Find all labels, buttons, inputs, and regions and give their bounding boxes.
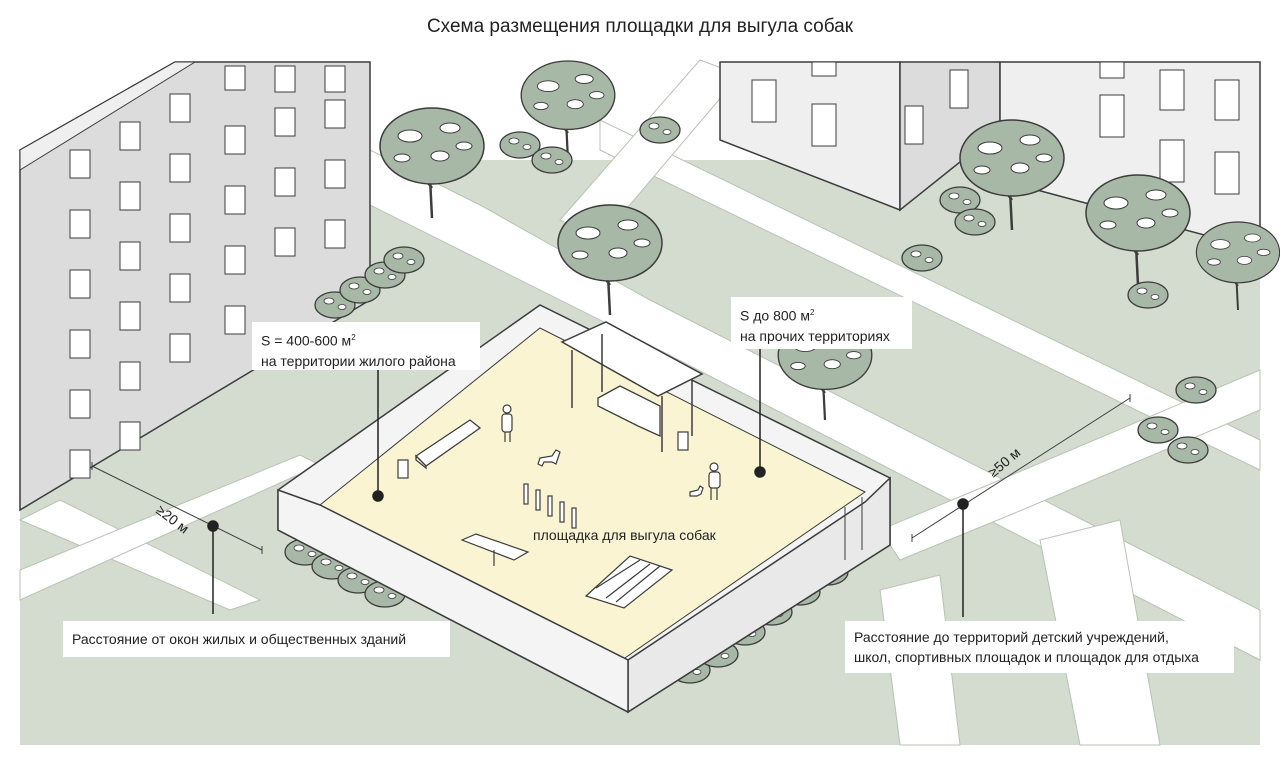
callout-leaders xyxy=(207,349,969,617)
seesaw-icon xyxy=(460,533,530,566)
callout-other-territories: S до 800 м2 на прочих территориях xyxy=(731,297,912,349)
dimension-line-50m xyxy=(911,394,1131,542)
dog-area-label: площадка для выгула собак xyxy=(533,527,716,543)
callout-window-distance: Расстояние от окон жилых и общественных … xyxy=(63,621,450,657)
person-icon xyxy=(501,404,721,500)
other-territories-size: S до 800 м xyxy=(740,307,810,324)
other-territories-note: на прочих территориях xyxy=(740,327,890,344)
page-title: Схема размещения площадки для выгула соб… xyxy=(426,16,854,37)
agility-poles xyxy=(523,483,577,529)
building-windows-right xyxy=(751,61,1240,195)
window-distance-text: Расстояние от окон жилых и общественных … xyxy=(72,631,407,647)
facility-distance-line-2: школ, спортивных площадок и площадок для… xyxy=(854,649,1199,665)
dimension-line-20m xyxy=(91,462,263,554)
callout-facility-distance: Расстояние до территорий детский учрежде… xyxy=(845,621,1234,673)
building-windows-left xyxy=(69,65,346,479)
bin-icon xyxy=(397,431,689,479)
canopy-icon xyxy=(560,321,704,452)
dog-walking-area xyxy=(277,304,891,714)
bench-icon xyxy=(414,385,661,470)
callout-residential-area: S = 400-600 м2 на территории жилого райо… xyxy=(252,322,480,370)
residential-area-size: S = 400-600 м xyxy=(261,332,352,349)
residential-area-unit-superscript: 2 xyxy=(351,333,356,342)
dog-icon xyxy=(537,449,704,497)
other-territories-unit-superscript: 2 xyxy=(809,308,815,317)
residential-area-note: на территории жилого района xyxy=(261,352,456,369)
ramp-icon xyxy=(584,555,674,609)
facility-distance-line-1: Расстояние до территорий детский учрежде… xyxy=(854,629,1169,645)
